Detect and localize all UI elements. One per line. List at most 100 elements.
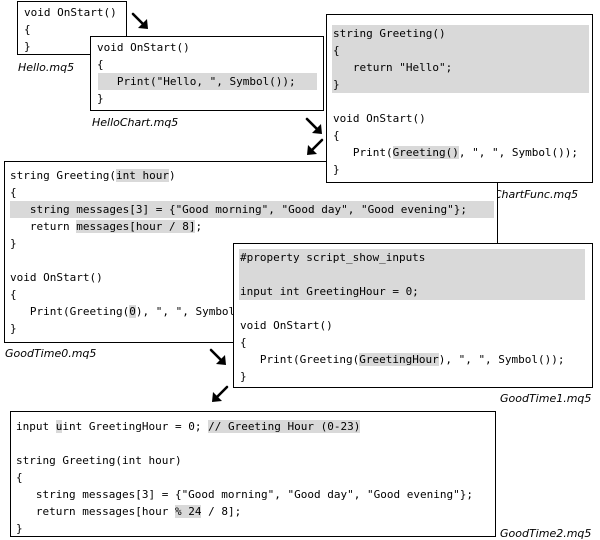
code-listing: input uint GreetingHour = 0; // Greeting…	[16, 418, 473, 536]
code-line: input uint GreetingHour = 0; // Greeting…	[16, 418, 473, 435]
code-text: }	[16, 522, 23, 535]
arrow-down-left-icon	[307, 138, 324, 155]
code-line: }	[97, 90, 296, 107]
arrow-down-right-icon	[305, 117, 322, 134]
code-text: #property script_show_inputs	[240, 251, 426, 264]
code-text: , ", ", Symbol());	[458, 146, 579, 159]
code-line: {	[16, 469, 473, 486]
code-text: Print("Hello, ", Symbol());	[97, 75, 296, 88]
code-text: }	[240, 370, 247, 383]
code-line: string messages[3] = {"Good morning", "G…	[16, 486, 473, 503]
file-caption-good-time-1: GoodTime1.mq5	[500, 392, 592, 405]
code-text: void OnStart()	[97, 41, 190, 54]
code-text: ;	[195, 220, 203, 233]
code-box-hello: void OnStart() {}	[17, 1, 127, 55]
code-text: / 8];	[201, 505, 242, 518]
code-line: }	[16, 520, 473, 536]
code-line: }	[333, 76, 578, 93]
code-line: return "Hello";	[333, 59, 578, 76]
code-text: string messages[3] = {"Good morning", "G…	[10, 203, 467, 216]
code-line: string Greeting()	[333, 25, 578, 42]
highlighted-code: % 24	[174, 505, 202, 518]
code-text: }	[10, 322, 17, 335]
code-listing: string Greeting() { return "Hello";} void …	[333, 25, 578, 178]
code-listing: void OnStart() {}	[24, 4, 117, 54]
highlighted-code: Greeting()	[392, 146, 459, 159]
code-line: {	[333, 42, 578, 59]
code-line: return messages[hour / 8];	[10, 218, 467, 235]
arrow-down-left-icon	[212, 385, 229, 402]
code-text: {	[333, 44, 340, 57]
code-line: Print(Greeting(), ", ", Symbol());	[333, 144, 578, 161]
code-line: {	[24, 21, 117, 38]
code-box-good-time-2: input uint GreetingHour = 0; // Greeting…	[10, 411, 496, 537]
code-text: ), ", ", Symbol());	[438, 353, 565, 366]
code-text: Print(Greeting(	[10, 305, 130, 318]
code-line: string Greeting(int hour)	[10, 167, 467, 184]
code-text: {	[10, 288, 17, 301]
code-text: {	[10, 186, 17, 199]
code-text: input int GreetingHour = 0;	[240, 285, 419, 298]
highlighted-code: // Greeting Hour (0-23)	[208, 420, 361, 433]
code-text: void OnStart()	[10, 271, 103, 284]
code-line: Print("Hello, ", Symbol());	[97, 73, 296, 90]
code-text: string Greeting(int hour)	[16, 454, 182, 467]
code-line: {	[333, 127, 578, 144]
code-text: void OnStart()	[24, 6, 117, 19]
code-line: }	[240, 368, 565, 385]
band	[98, 73, 317, 90]
band	[10, 201, 494, 218]
code-line: }	[10, 235, 467, 252]
code-line: {	[97, 56, 296, 73]
code-line: void OnStart()	[97, 39, 296, 56]
code-text: Print(Greeting(	[240, 353, 360, 366]
code-text: string Greeting(	[10, 169, 116, 182]
code-text: }	[333, 78, 340, 91]
code-text: int GreetingHour = 0;	[62, 420, 209, 433]
code-line: void OnStart()	[240, 317, 565, 334]
file-caption-hello-chart: HelloChart.mq5	[92, 116, 179, 129]
code-line	[240, 266, 565, 283]
code-line: }	[10, 320, 467, 337]
code-text: return	[10, 220, 77, 233]
code-text: {	[24, 23, 31, 36]
highlighted-code: int hour	[115, 169, 169, 182]
code-text: {	[333, 129, 340, 142]
code-line: #property script_show_inputs	[240, 249, 565, 266]
code-line: Print(Greeting(0), ", ", Symbol());	[10, 303, 467, 320]
code-text: void OnStart()	[240, 319, 333, 332]
code-line: Print(Greeting(GreetingHour), ", ", Symb…	[240, 351, 565, 368]
code-line: void OnStart()	[10, 269, 467, 286]
file-caption-hello: Hello.mq5	[18, 61, 75, 74]
code-text: void OnStart()	[333, 112, 426, 125]
code-line	[240, 300, 565, 317]
band	[332, 25, 589, 93]
code-line: }	[333, 161, 578, 178]
code-line: {	[240, 334, 565, 351]
code-text: Print(	[333, 146, 393, 159]
file-caption-good-time-0: GoodTime0.mq5	[5, 347, 97, 360]
arrow-down-right-icon	[209, 348, 226, 365]
highlighted-code: messages[hour / 8]	[76, 220, 196, 233]
code-line: {	[10, 184, 467, 201]
code-text: {	[97, 58, 104, 71]
band	[239, 249, 585, 300]
code-text: }	[97, 92, 104, 105]
code-box-hello-chart-func: string Greeting() { return "Hello";} void …	[326, 14, 593, 183]
code-line	[333, 93, 578, 110]
file-caption-good-time-2: GoodTime2.mq5	[500, 527, 592, 540]
code-text: input	[16, 420, 56, 433]
highlighted-code: 0	[129, 305, 136, 318]
highlighted-code: u	[55, 420, 63, 433]
arrow-down-right-icon	[131, 12, 148, 29]
code-line	[16, 435, 473, 452]
code-line: void OnStart()	[24, 4, 117, 21]
highlighted-code: GreetingHour	[359, 353, 439, 366]
code-text: return "Hello";	[333, 61, 453, 74]
code-line: return messages[hour % 24 / 8];	[16, 503, 473, 520]
code-line: }	[24, 38, 117, 54]
code-text: string Greeting()	[333, 27, 446, 40]
code-line: void OnStart()	[333, 110, 578, 127]
code-line: {	[10, 286, 467, 303]
